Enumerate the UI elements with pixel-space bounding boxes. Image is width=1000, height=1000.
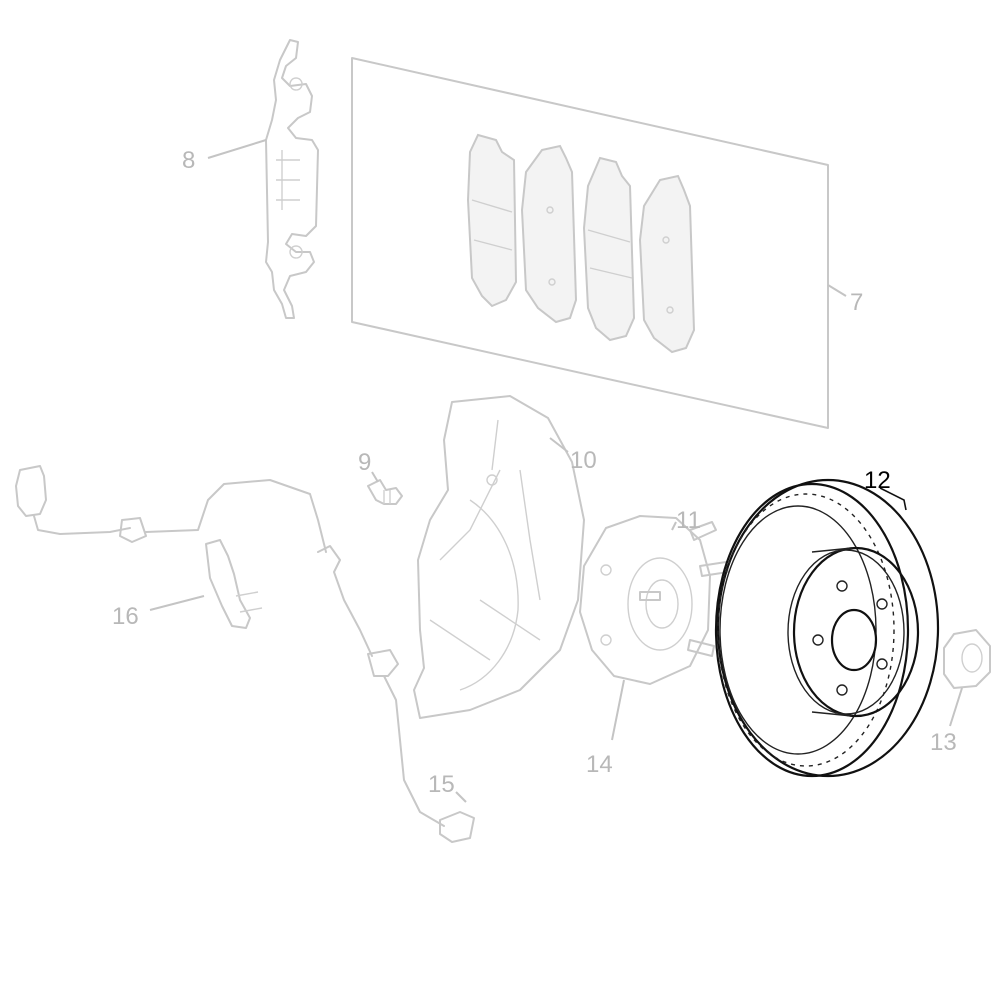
part-8-pad-clip[interactable] [265, 39, 319, 319]
leader-16 [149, 595, 205, 611]
leader-11 [671, 521, 677, 531]
leader-8 [207, 139, 267, 159]
part-9-bolt[interactable] [367, 479, 403, 505]
leader-15 [455, 791, 467, 803]
callout-11: 11 [676, 507, 701, 534]
leader-12 [879, 487, 907, 511]
callout-8: 8 [182, 147, 195, 174]
leader-9 [371, 471, 379, 483]
callout-13: 13 [930, 729, 957, 756]
callout-16: 16 [112, 603, 139, 630]
part-13-hub-nut[interactable] [943, 629, 991, 689]
part-10-dust-shield[interactable] [413, 395, 585, 719]
callout-15: 15 [428, 771, 455, 798]
callout-10: 10 [570, 447, 597, 474]
part-11-wheel-studs[interactable] [639, 521, 729, 657]
callout-14: 14 [586, 751, 613, 778]
part-14-hub-bearing[interactable] [579, 515, 711, 685]
callout-9: 9 [358, 449, 371, 476]
leader-14 [611, 679, 625, 741]
callout-7: 7 [850, 289, 863, 316]
part-7-brake-pad-kit[interactable] [351, 57, 829, 429]
leader-10 [549, 437, 569, 453]
part-12-brake-rotor[interactable] [714, 478, 940, 778]
leader-7 [827, 284, 847, 297]
part-15-sensor-cable[interactable] [317, 545, 475, 843]
part-16-sensor-harness[interactable] [15, 465, 327, 629]
leader-13 [949, 687, 963, 727]
callout-12: 12 [864, 467, 891, 494]
